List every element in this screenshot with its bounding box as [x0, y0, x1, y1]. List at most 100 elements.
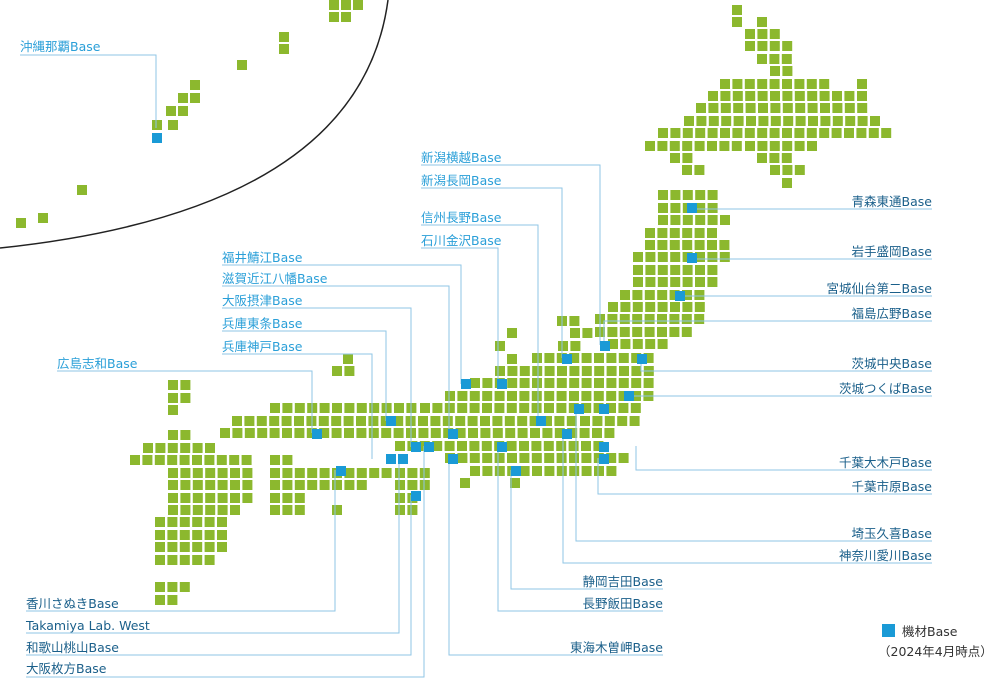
land-tile	[795, 103, 806, 113]
label-osaka-settsu[interactable]: 大阪摂津Base	[222, 293, 303, 308]
land-tile	[270, 455, 280, 465]
leader-line	[562, 433, 932, 564]
land-tile	[204, 517, 215, 527]
land-tile	[658, 128, 668, 138]
land-tile	[581, 353, 592, 363]
land-tile	[604, 416, 615, 426]
land-tile	[570, 328, 580, 338]
land-tile	[682, 153, 693, 163]
land-tile	[306, 416, 317, 426]
label-wakayama-momoyama[interactable]: 和歌山桃山Base	[26, 640, 119, 655]
land-tile	[694, 290, 705, 300]
leader-line	[603, 320, 932, 345]
land-tile	[782, 178, 792, 188]
land-tile	[607, 327, 618, 337]
label-shizuoka-yoshida[interactable]: 静岡吉田Base	[583, 574, 664, 589]
base-marker	[574, 404, 584, 414]
land-tile	[230, 493, 240, 503]
land-tile	[142, 455, 153, 465]
label-takamiya-west[interactable]: Takamiya Lab. West	[25, 618, 150, 633]
land-tile	[658, 203, 668, 213]
land-tile	[669, 290, 680, 300]
land-tile	[744, 128, 755, 138]
label-aomori-higashidori[interactable]: 青森東通Base	[852, 194, 933, 209]
land-tile	[282, 505, 293, 515]
base-marker	[511, 466, 521, 476]
land-tile	[708, 91, 718, 101]
land-tile	[332, 480, 342, 490]
base-markers	[152, 133, 697, 501]
land-tile	[682, 128, 693, 138]
land-tile	[757, 17, 767, 27]
land-tile	[154, 455, 165, 465]
land-tile	[356, 480, 367, 490]
land-tile	[606, 353, 617, 363]
land-tile	[270, 468, 280, 478]
label-niigata-nagaoka[interactable]: 新潟長岡Base	[421, 173, 502, 188]
label-chiba-oamido[interactable]: 千葉大木戸Base	[839, 455, 932, 470]
label-osaka-hirakata[interactable]: 大阪枚方Base	[26, 661, 107, 676]
label-ishikawa-kanazawa[interactable]: 石川金沢Base	[421, 233, 502, 248]
land-tile	[607, 314, 618, 324]
label-shinshu-nagano[interactable]: 信州長野Base	[421, 210, 502, 225]
land-tile	[696, 103, 706, 113]
land-tile	[242, 480, 253, 490]
label-ibaraki-tsukuba[interactable]: 茨城つくばBase	[839, 381, 932, 396]
land-tile	[832, 91, 842, 101]
label-niigata-yokokoshi[interactable]: 新潟横越Base	[421, 150, 502, 165]
land-tile	[581, 366, 592, 376]
land-tile	[658, 215, 668, 225]
land-tile	[494, 453, 505, 463]
label-miyagi-sendai[interactable]: 宮城仙台第二Base	[827, 281, 933, 296]
land-tile	[442, 416, 453, 426]
land-tile	[155, 555, 165, 565]
leader-line	[497, 446, 663, 612]
land-tile	[868, 128, 879, 138]
land-tile	[529, 416, 540, 426]
label-hyogo-tojo[interactable]: 兵庫東条Base	[222, 316, 303, 331]
label-okinawa[interactable]: 沖縄那覇Base	[20, 39, 101, 54]
land-tile	[782, 128, 792, 138]
land-tile	[281, 416, 292, 426]
label-fukui-sabae[interactable]: 福井鯖江Base	[222, 250, 303, 265]
leader-line	[222, 307, 412, 447]
label-nagano-iida[interactable]: 長野飯田Base	[583, 596, 664, 611]
base-labels: 沖縄那覇Base 新潟横越Base 新潟長岡Base 信州長野Base 石川金沢…	[20, 39, 932, 676]
leader-lines	[20, 54, 932, 678]
land-tile	[494, 466, 505, 476]
land-tile	[770, 165, 780, 175]
label-chiba-ichihara[interactable]: 千葉市原Base	[852, 479, 933, 494]
land-tile	[593, 441, 604, 451]
land-tile	[217, 517, 227, 527]
land-tile	[319, 468, 330, 478]
base-marker	[411, 442, 421, 452]
land-tile	[542, 428, 553, 438]
land-tile	[633, 252, 643, 262]
land-tile	[543, 441, 554, 451]
land-tile	[419, 468, 430, 478]
label-saitama-kuki[interactable]: 埼玉久喜Base	[852, 526, 933, 541]
label-kanagawa-aikawa[interactable]: 神奈川愛川Base	[839, 548, 932, 563]
land-tile	[356, 428, 367, 438]
label-fukushima-hirono[interactable]: 福島広野Base	[852, 306, 933, 321]
land-tile	[745, 141, 755, 151]
label-kagawa-sanuki[interactable]: 香川さぬきBase	[26, 596, 119, 611]
label-iwate-morioka[interactable]: 岩手盛岡Base	[852, 244, 933, 259]
land-tile	[331, 428, 342, 438]
land-tile	[205, 480, 216, 490]
land-tile	[192, 555, 203, 565]
label-hiroshima-shiwa[interactable]: 広島志和Base	[57, 356, 138, 371]
label-shiga-omihachiman[interactable]: 滋賀近江八幡Base	[222, 271, 328, 286]
label-tokai-kisozaki[interactable]: 東海木曽岬Base	[570, 640, 663, 655]
base-marker	[637, 354, 647, 364]
label-hyogo-kobe[interactable]: 兵庫神戸Base	[222, 339, 303, 354]
base-marker	[687, 253, 697, 263]
land-tile	[356, 403, 367, 413]
land-tile	[795, 116, 806, 126]
land-tile	[645, 339, 656, 349]
land-tile	[807, 103, 818, 113]
land-tile	[682, 215, 693, 225]
label-ibaraki-chuo[interactable]: 茨城中央Base	[852, 356, 933, 371]
land-tile	[769, 54, 780, 64]
land-tile	[745, 103, 756, 113]
